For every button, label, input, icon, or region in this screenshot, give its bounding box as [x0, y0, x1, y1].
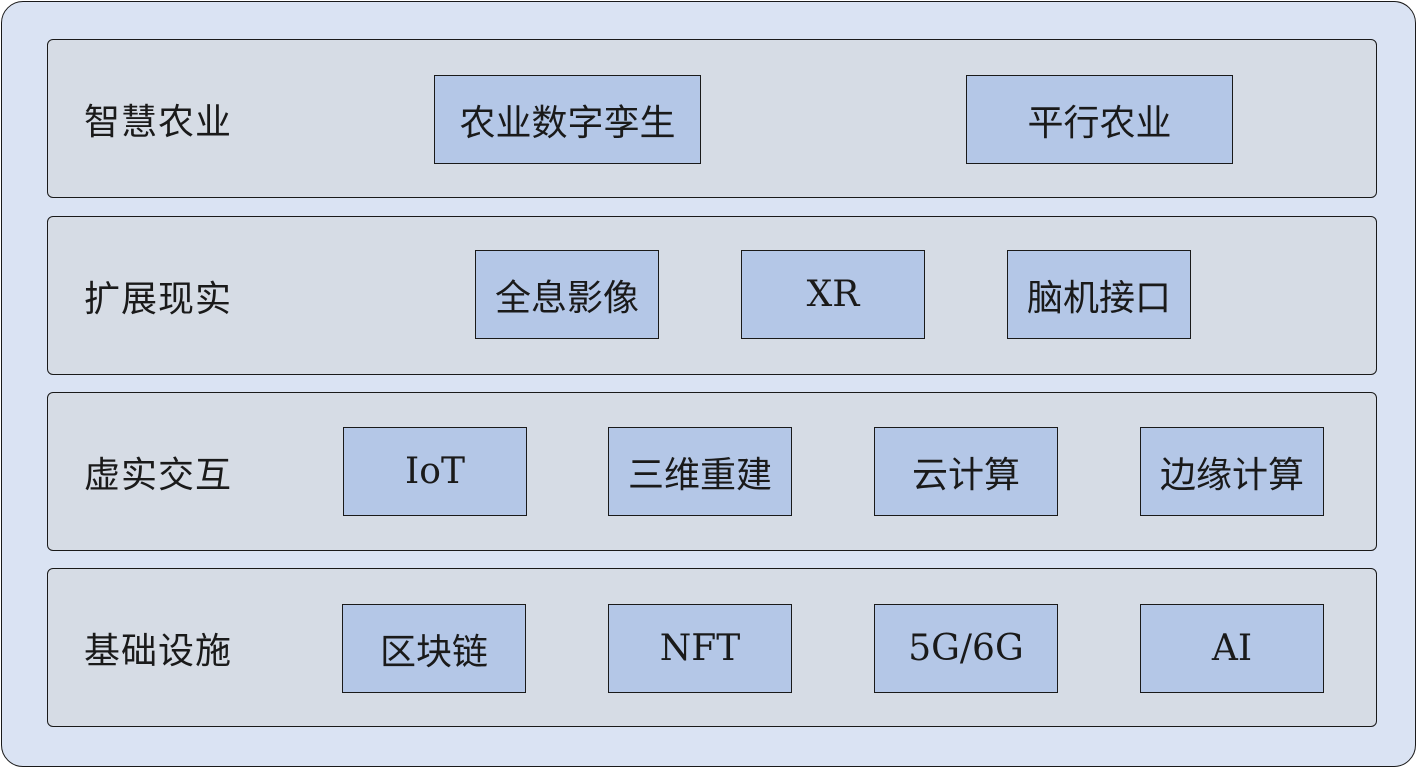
box-ai: AI [1140, 604, 1324, 693]
box-holography: 全息影像 [475, 250, 659, 339]
box-cloud-computing: 云计算 [874, 427, 1058, 516]
layer-infrastructure: 基础设施 区块链 NFT 5G/6G AI [47, 568, 1377, 727]
box-3d-reconstruction: 三维重建 [608, 427, 792, 516]
layer-label-smart-agriculture: 智慧农业 [84, 101, 233, 143]
box-parallel-agriculture: 平行农业 [966, 75, 1233, 164]
layer-label-infrastructure: 基础设施 [84, 630, 233, 672]
layer-label-extended-reality: 扩展现实 [84, 278, 233, 320]
box-iot: IoT [343, 427, 527, 516]
box-5g-6g: 5G/6G [874, 604, 1058, 693]
box-xr: XR [741, 250, 925, 339]
layer-smart-agriculture: 智慧农业 农业数字孪生 平行农业 [47, 39, 1377, 198]
layer-extended-reality: 扩展现实 全息影像 XR 脑机接口 [47, 216, 1377, 375]
box-brain-computer-interface: 脑机接口 [1007, 250, 1191, 339]
box-nft: NFT [608, 604, 792, 693]
box-edge-computing: 边缘计算 [1140, 427, 1324, 516]
layer-label-virtual-real-interaction: 虚实交互 [84, 454, 233, 496]
layer-virtual-real-interaction: 虚实交互 IoT 三维重建 云计算 边缘计算 [47, 392, 1377, 551]
box-blockchain: 区块链 [342, 604, 526, 693]
box-agri-digital-twin: 农业数字孪生 [434, 75, 701, 164]
